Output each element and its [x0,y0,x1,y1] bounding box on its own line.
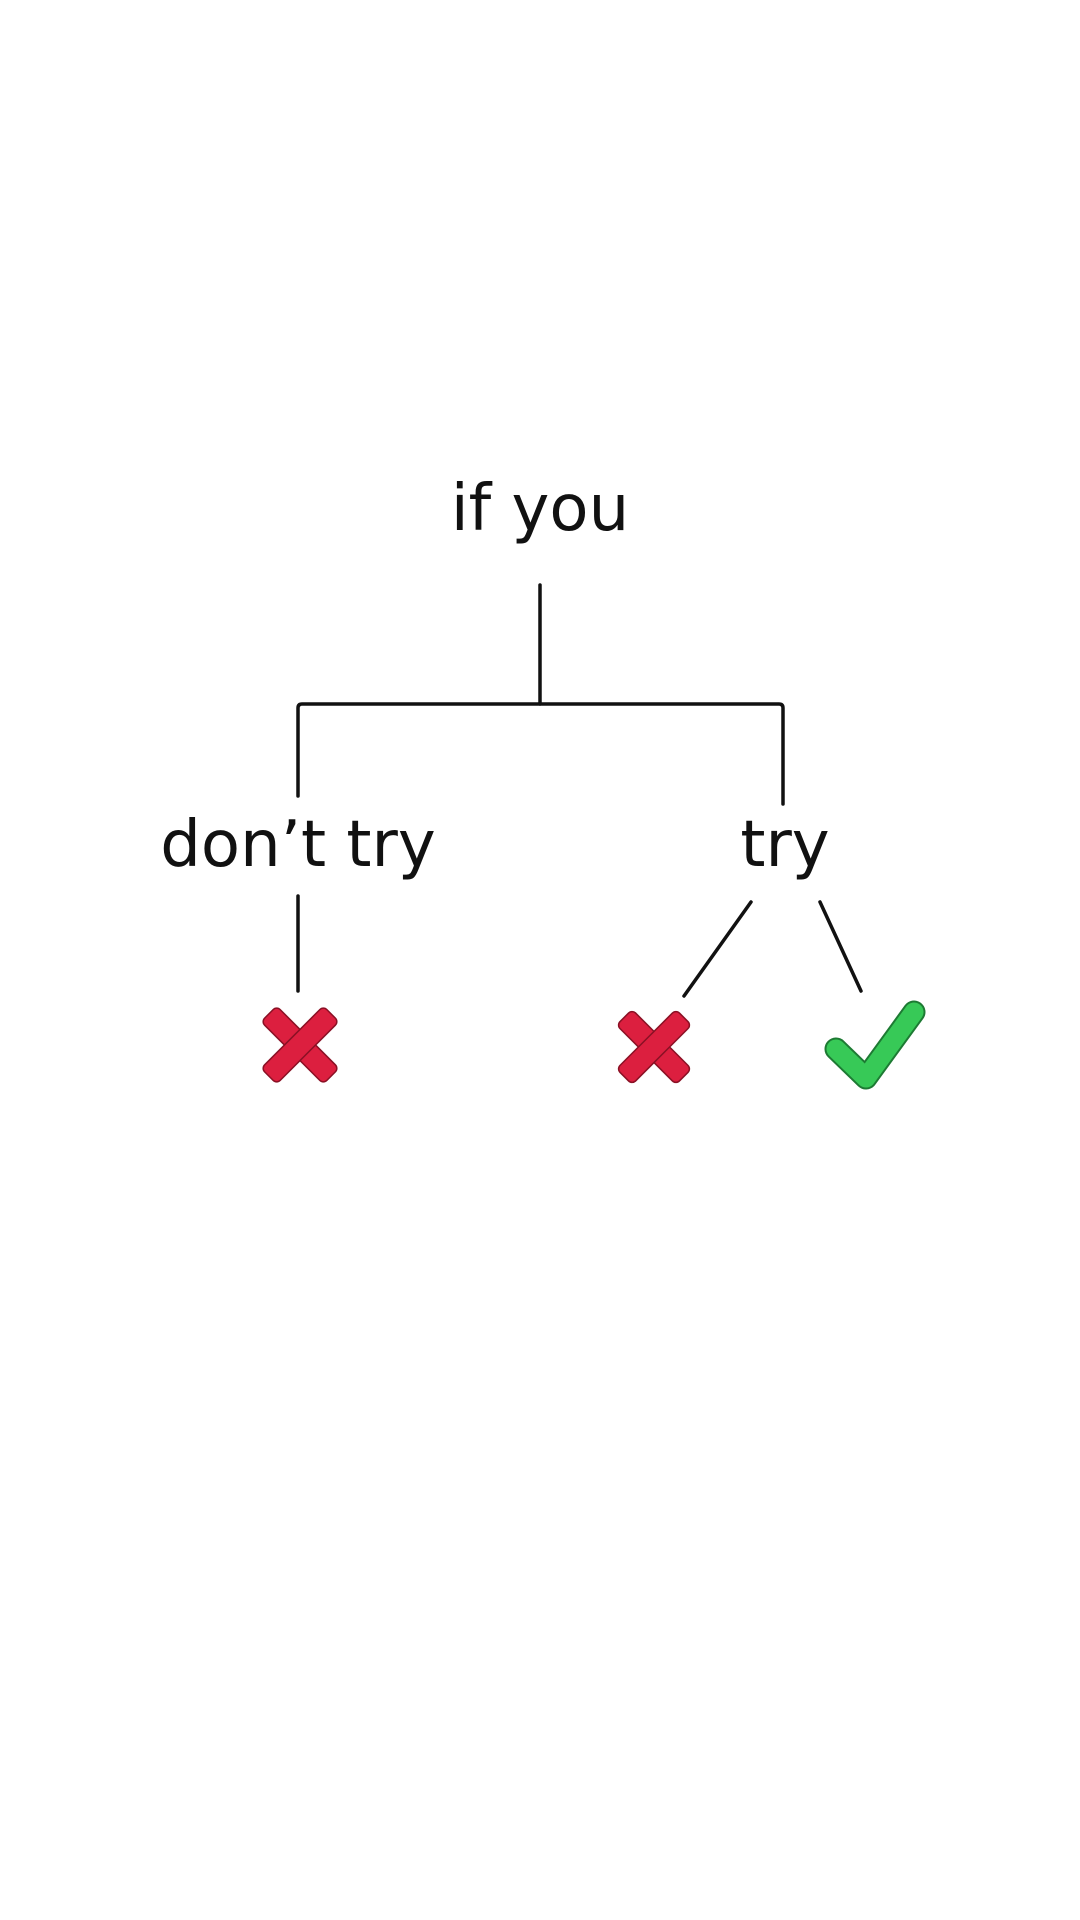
try-fail-outcome-line [682,900,753,998]
checkmark-icon [824,1000,926,1090]
try-success-outcome-line [818,900,863,993]
split-bar-line [296,702,785,806]
branch-label-try: try [740,808,829,882]
branch-label-dont-try: don’t try [160,808,435,882]
x-mark-icon [262,1007,338,1083]
x-mark-icon [617,1010,691,1084]
root-label: if you [451,472,629,546]
